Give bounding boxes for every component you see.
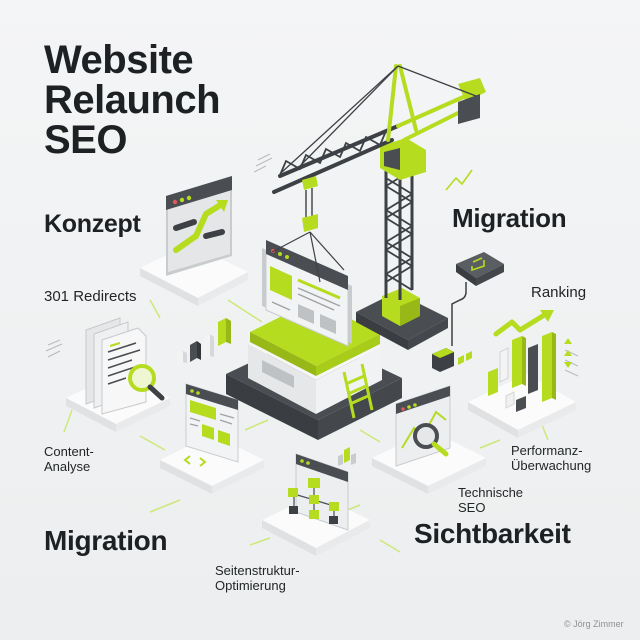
code-brackets-icon <box>160 383 264 494</box>
label-technische-line-2: SEO <box>458 500 486 515</box>
redirect-arrows-icon <box>140 176 248 306</box>
label-technische-seo: Technische SEO <box>458 485 523 515</box>
label-performanz-line-2: Überwachung <box>511 458 592 473</box>
label-seitenstruktur-line-2: Optimierung <box>215 578 286 593</box>
label-content-line-2: Analyse <box>44 459 91 474</box>
central-platform <box>226 300 402 440</box>
label-seitenstruktur-line-1: Seitenstruktur- <box>215 563 300 578</box>
bar-chart-ranking-icon <box>468 310 576 438</box>
browser-window-icon <box>262 240 352 347</box>
page-title: Website Relaunch SEO <box>44 38 221 162</box>
title-line-3: SEO <box>44 118 127 162</box>
label-content-analyse: Content- Analyse <box>44 444 94 474</box>
ladder-icon <box>342 363 374 419</box>
label-performanz: Performanz- Überwachung <box>511 443 591 473</box>
document-magnifier-icon <box>66 317 170 432</box>
label-ranking: Ranking <box>531 284 587 301</box>
crane-icon <box>271 64 486 350</box>
chart-magnifier-icon <box>372 385 486 494</box>
sitemap-hierarchy-icon <box>262 453 370 556</box>
label-301-redirects: 301 Redirects <box>44 288 137 305</box>
label-content-line-1: Content- <box>44 444 94 459</box>
label-technische-line-1: Technische <box>458 485 524 500</box>
server-chip-icon <box>432 252 504 372</box>
title-line-1: Website <box>44 38 194 82</box>
label-performanz-line-1: Performanz- <box>511 443 583 458</box>
copyright: © Jörg Zimmer <box>564 619 624 629</box>
heading-konzept: Konzept <box>44 210 141 238</box>
heading-migration-top: Migration <box>452 203 567 233</box>
title-line-2: Relaunch <box>44 78 221 122</box>
heading-migration-bottom: Migration <box>44 525 168 556</box>
heading-sichtbarkeit: Sichtbarkeit <box>414 518 571 549</box>
label-seitenstruktur: Seitenstruktur- Optimierung <box>215 563 300 593</box>
